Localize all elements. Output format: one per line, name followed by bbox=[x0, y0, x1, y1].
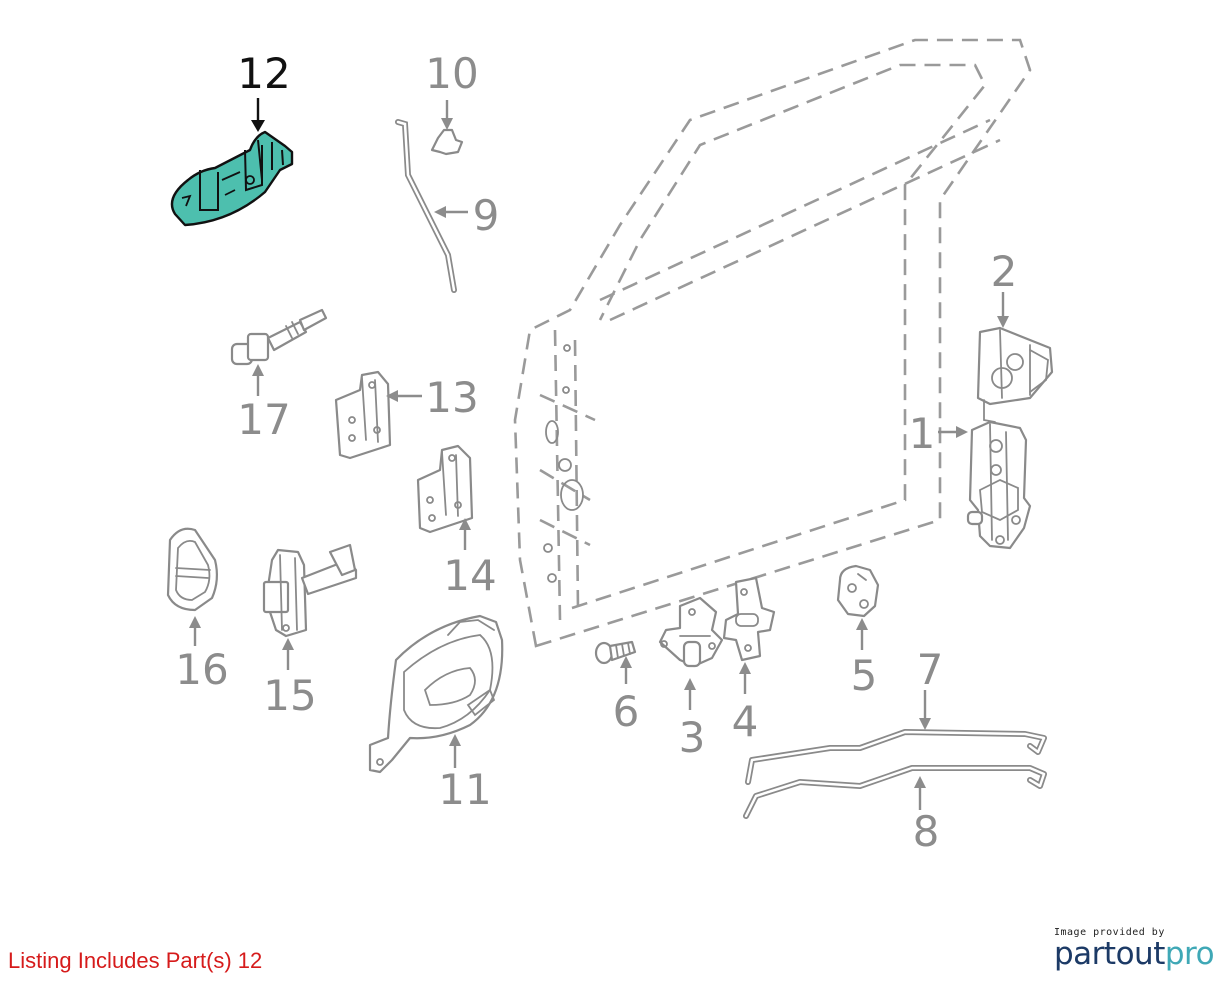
callout-3[interactable]: 3 bbox=[679, 713, 706, 762]
callout-16[interactable]: 16 bbox=[175, 645, 228, 694]
callout-15[interactable]: 15 bbox=[263, 671, 316, 720]
parts-included-caption: Listing Includes Part(s)12 bbox=[8, 948, 262, 974]
arrowhead-12 bbox=[251, 120, 265, 132]
part-14-lower-hinge[interactable] bbox=[416, 444, 474, 534]
callout-11[interactable]: 11 bbox=[438, 765, 491, 814]
callout-1[interactable]: 1 bbox=[909, 409, 936, 458]
callout-13[interactable]: 13 bbox=[425, 373, 478, 422]
callout-8[interactable]: 8 bbox=[913, 807, 940, 856]
part-15-door-check[interactable] bbox=[262, 543, 358, 638]
part-9-rod[interactable] bbox=[395, 119, 457, 293]
door-frame-holes bbox=[543, 344, 584, 583]
part-11-inside-handle[interactable] bbox=[368, 614, 504, 774]
part-1-door-latch[interactable] bbox=[966, 420, 1032, 550]
callout-12[interactable]: 12 bbox=[237, 49, 290, 98]
part-17-lock-cylinder[interactable] bbox=[230, 308, 328, 366]
door-frame-outline bbox=[513, 38, 1032, 648]
part-5-spacer[interactable] bbox=[836, 564, 880, 618]
partoutpro-logo: partoutpro bbox=[1054, 936, 1215, 972]
caption-label: Listing Includes Part(s) bbox=[8, 948, 232, 973]
callout-9[interactable]: 9 bbox=[473, 191, 500, 240]
part-6-screw[interactable] bbox=[594, 640, 637, 665]
callout-5[interactable]: 5 bbox=[851, 651, 878, 700]
callout-4[interactable]: 4 bbox=[732, 697, 759, 746]
brand-main: partout bbox=[1054, 936, 1165, 972]
callout-14[interactable]: 14 bbox=[443, 551, 496, 600]
credit-text: Image provided by bbox=[1054, 927, 1165, 938]
brand-accent: pro bbox=[1164, 936, 1215, 972]
part-8-rod[interactable] bbox=[743, 765, 1047, 819]
part-4-striker-plate[interactable] bbox=[722, 576, 776, 662]
part-3-striker[interactable] bbox=[658, 596, 724, 668]
caption-part-numbers: 12 bbox=[237, 948, 263, 973]
part-16-bezel[interactable] bbox=[166, 527, 219, 612]
part-12-outside-handle[interactable] bbox=[170, 130, 294, 227]
callout-7[interactable]: 7 bbox=[917, 645, 944, 694]
part-10-clip[interactable] bbox=[430, 128, 464, 156]
callout-17[interactable]: 17 bbox=[237, 395, 290, 444]
image-credit: Image provided by partoutpro bbox=[1054, 927, 1215, 972]
callout-2[interactable]: 2 bbox=[991, 247, 1018, 296]
part-2-lock-actuator[interactable] bbox=[976, 326, 1054, 423]
callout-10[interactable]: 10 bbox=[425, 49, 478, 98]
part-7-rod[interactable] bbox=[745, 729, 1047, 785]
callout-6[interactable]: 6 bbox=[613, 687, 640, 736]
part-13-upper-hinge[interactable] bbox=[334, 370, 392, 460]
